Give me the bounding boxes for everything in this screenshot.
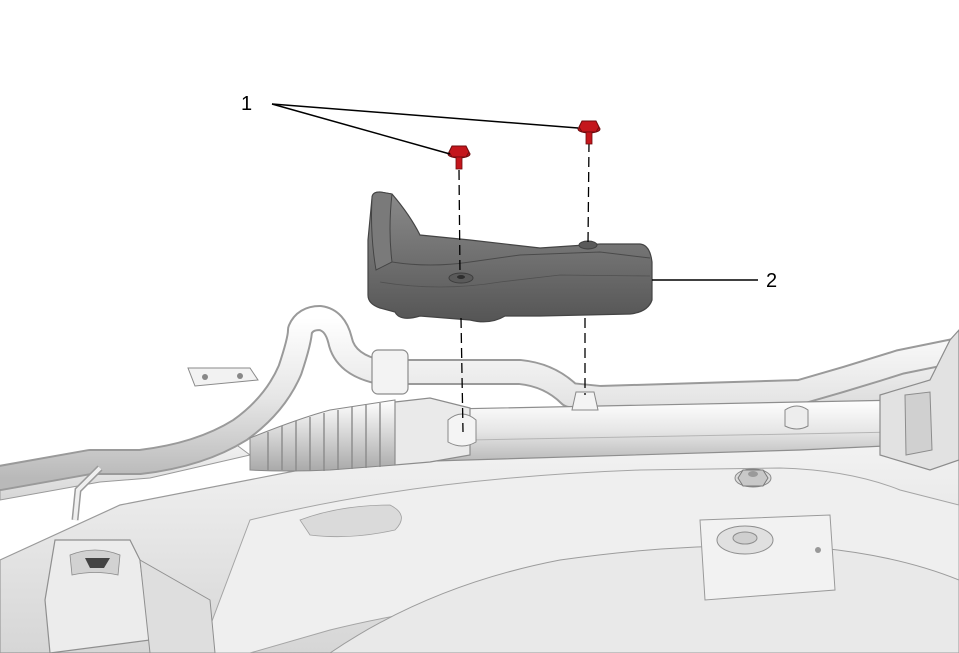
callout-1-label: 1	[241, 93, 252, 115]
subframe-nut	[734, 468, 772, 488]
callout-2-label: 2	[766, 270, 777, 292]
callout-2: 2	[652, 270, 777, 292]
rack-boot	[249, 399, 396, 472]
fastener-left	[447, 145, 471, 170]
alignment-lines	[458, 141, 590, 433]
heat-shield	[367, 191, 653, 323]
steering-gear	[249, 329, 959, 472]
callout-1: 1	[241, 93, 579, 155]
fastener-right	[577, 120, 601, 145]
